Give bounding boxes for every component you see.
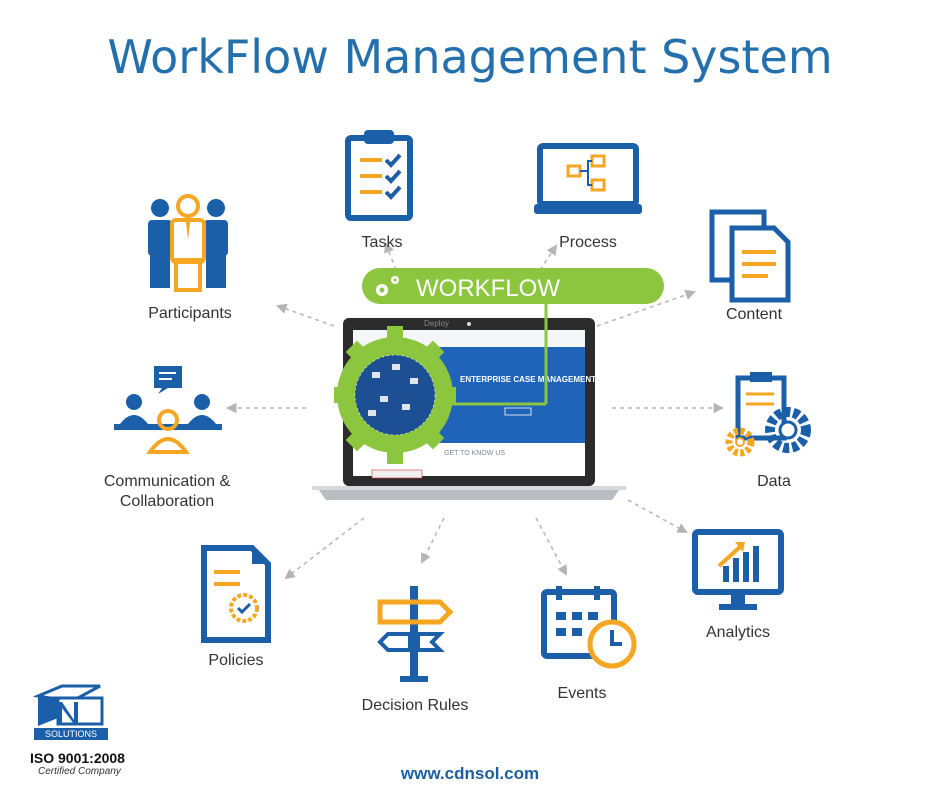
iso-certification: ISO 9001:2008 (30, 750, 125, 766)
screen-heading: ENTERPRISE CASE MANAGEMENT (460, 375, 596, 384)
label-tasks: Tasks (361, 234, 403, 251)
label-process: Process (559, 234, 617, 251)
label-data: Data (757, 473, 791, 490)
label-communication-line1: Communication & (103, 473, 231, 490)
label-decision-rules: Decision Rules (361, 697, 469, 714)
data-gears-icon (725, 372, 811, 457)
arrow-events (535, 517, 567, 576)
logo-text: SOLUTIONS (45, 729, 97, 739)
arrow-policies (284, 517, 365, 580)
label-content: Content (725, 306, 783, 323)
signpost-icon (377, 586, 454, 682)
arrow-decision-rules (421, 517, 445, 564)
cdn-logo: SOLUTIONS (32, 684, 108, 740)
certified-text: Certified Company (38, 766, 121, 777)
workflow-badge: WORKFLOW (362, 268, 664, 304)
arrow-participants (276, 303, 335, 327)
laptop-graphic: ENTERPRISE CASE MANAGEMENT GET TO KNOW U… (312, 300, 626, 500)
label-analytics: Analytics (705, 624, 771, 641)
arrow-content (596, 289, 696, 327)
gears-icon (376, 276, 399, 296)
screen-subheading: GET TO KNOW US (444, 450, 505, 457)
participants-icon (148, 194, 228, 292)
analytics-monitor-icon (692, 529, 784, 610)
connector-arrows (225, 242, 725, 580)
process-laptop-icon (534, 143, 642, 214)
website-link[interactable]: www.cdnsol.com (400, 764, 540, 783)
label-events: Events (557, 685, 607, 702)
label-participants: Participants (148, 305, 232, 322)
calendar-clock-icon (541, 586, 637, 669)
documents-icon (709, 209, 791, 303)
label-communication-line2: Collaboration (119, 493, 215, 510)
policy-document-icon (201, 545, 271, 643)
workflow-badge-label: WORKFLOW (416, 275, 560, 302)
page-title: WorkFlow Management System (107, 30, 833, 84)
clipboard-icon (345, 130, 413, 221)
meeting-icon (114, 366, 222, 454)
arrow-analytics (627, 499, 688, 534)
label-policies: Policies (208, 652, 264, 669)
arrow-process (539, 244, 558, 271)
screen-tab: Deploy (424, 319, 449, 328)
